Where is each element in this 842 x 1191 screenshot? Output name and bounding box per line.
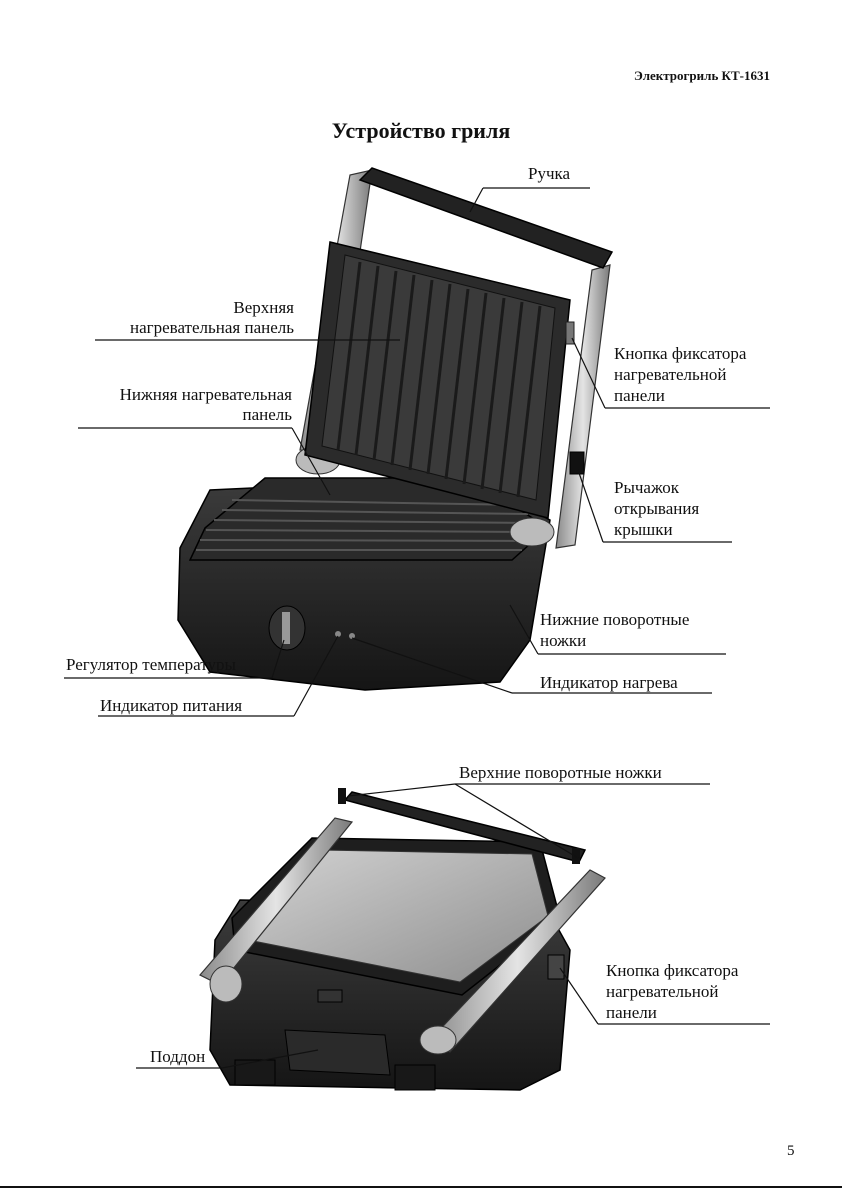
label-lock-button-1: Кнопка фиксатора (614, 344, 747, 363)
label-thermostat: Регулятор температуры (66, 655, 236, 674)
label-handle: Ручка (528, 164, 571, 183)
grill-open-illustration (177, 167, 614, 691)
label-heat-indicator: Индикатор нагрева (540, 673, 678, 692)
page-title: Устройство гриля (331, 118, 511, 143)
label-upper-panel-1: Верхняя (233, 298, 294, 317)
label-lock-button-bottom-3: панели (606, 1003, 657, 1022)
label-upper-panel-2: нагревательная панель (129, 318, 294, 337)
label-lower-panel-1: Нижняя нагревательная (119, 385, 292, 404)
label-lever-2: открывания (614, 499, 700, 518)
label-power-indicator: Индикатор питания (100, 696, 243, 715)
label-lock-button-2: нагревательной (614, 365, 727, 384)
label-lever-1: Рычажок (614, 478, 680, 497)
label-lower-feet-1: Нижние поворотные (540, 610, 690, 629)
bottom-divider (0, 1186, 842, 1188)
label-lock-button-bottom-1: Кнопка фиксатора (606, 961, 739, 980)
page-number: 5 (787, 1143, 795, 1159)
document-header: Электрогриль КТ-1631 (634, 68, 770, 83)
label-lower-panel-2: панель (242, 405, 292, 424)
label-tray: Поддон (150, 1047, 206, 1066)
grill-closed-illustration (199, 788, 606, 1091)
label-lock-button-bottom-2: нагревательной (606, 982, 719, 1001)
label-lever-3: крышки (614, 520, 673, 539)
label-lower-feet-2: ножки (540, 631, 587, 650)
label-lock-button-3: панели (614, 386, 665, 405)
label-upper-feet: Верхние поворотные ножки (459, 763, 662, 782)
